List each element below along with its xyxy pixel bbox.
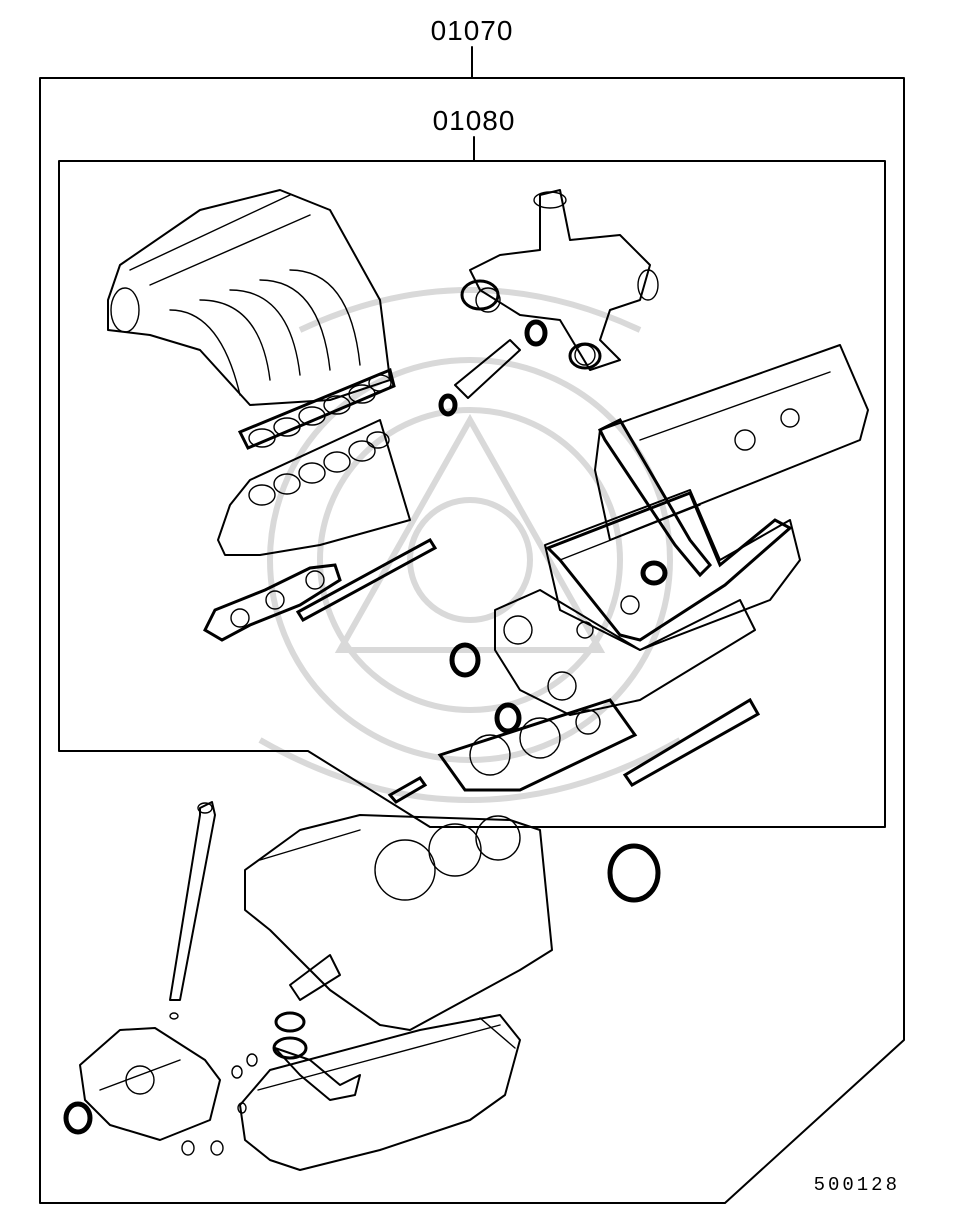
- rear-main-seal: [607, 843, 661, 903]
- oil-strainer: [272, 1011, 361, 1101]
- cylinder-head: [494, 589, 756, 716]
- manifold-gasket-strip: [295, 538, 438, 622]
- o-ring-1: [231, 1065, 243, 1079]
- front-case: [79, 1027, 221, 1141]
- crank-front-seal: [63, 1101, 93, 1135]
- cylinder-block: [244, 814, 553, 1031]
- oil-level-gauge: [169, 801, 216, 1020]
- intake-gasket: [237, 367, 396, 450]
- inner-kit-boundary: [58, 160, 886, 828]
- exhaust-gasket-right: [622, 697, 761, 787]
- manifold-gasket-left: [203, 563, 342, 642]
- water-outlet-assembly: [454, 189, 659, 399]
- cylinder-head-gasket: [437, 698, 638, 792]
- rocker-cover-rear: [594, 344, 869, 541]
- o-ring-5: [237, 1102, 247, 1114]
- camshaft-seal-left: [449, 642, 481, 678]
- o-ring-4: [210, 1140, 224, 1156]
- camshaft-seal-lower: [494, 702, 522, 734]
- inner-kit-label: 01080: [433, 105, 516, 136]
- upper-intake-manifold: [107, 189, 391, 406]
- lower-intake-manifold: [217, 419, 411, 556]
- camshaft-seal-upper: [640, 560, 668, 586]
- water-outlet-gaskets: [438, 279, 602, 417]
- outer-kit-label: 01070: [431, 15, 514, 46]
- head-gasket-strip: [387, 776, 428, 804]
- diagram-code: 500128: [814, 1174, 900, 1196]
- o-ring-2: [246, 1053, 258, 1067]
- rocker-cover-gasket-rear: [597, 418, 713, 578]
- o-ring-3: [181, 1140, 195, 1156]
- rocker-cover-gasket-front: [545, 491, 793, 642]
- outer-kit-boundary: [39, 77, 905, 1204]
- oil-pan: [239, 1014, 521, 1171]
